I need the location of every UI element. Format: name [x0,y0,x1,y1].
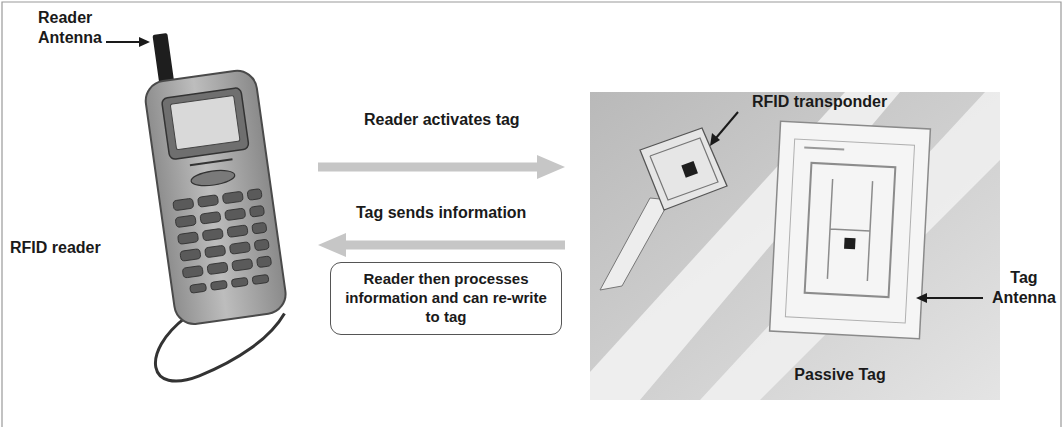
process-text: Reader then processes information and ca… [339,269,553,326]
screen-bezel [161,87,249,160]
arrow-shaft [346,241,565,250]
part-name: RFID transponder [752,92,922,112]
signal-arrow [318,155,565,179]
signal-arrow [318,233,565,257]
arrow-head [537,155,565,179]
tag-photo [590,92,1000,400]
scan-button [190,168,236,188]
arrow-shaft [318,163,537,172]
inlay [640,128,727,210]
arrow-label: Tag sends information [356,203,526,223]
label-tag [770,121,931,339]
tag-name: Passive Tag [745,365,935,385]
screen [170,95,240,149]
part-name: Tag Antenna [988,268,1060,308]
photo-ground [590,92,1000,400]
arrow-label: Reader activates tag [364,110,520,130]
process-box: Reader then processes information and ca… [330,262,562,335]
reader-device: RFID reader [8,10,318,385]
reader-body [143,68,288,326]
light-band [700,92,1000,400]
inlay-tail [600,198,670,290]
device-name: RFID reader [10,238,130,258]
arrow-head [318,233,346,257]
passive-tag: Passive Tag [565,85,985,405]
inlay-antenna [650,138,718,200]
part-name: Reader Antenna [38,8,114,48]
brand-mark [190,159,233,165]
keypad [173,189,274,294]
reader-illustration [110,22,296,384]
chip [681,161,698,178]
